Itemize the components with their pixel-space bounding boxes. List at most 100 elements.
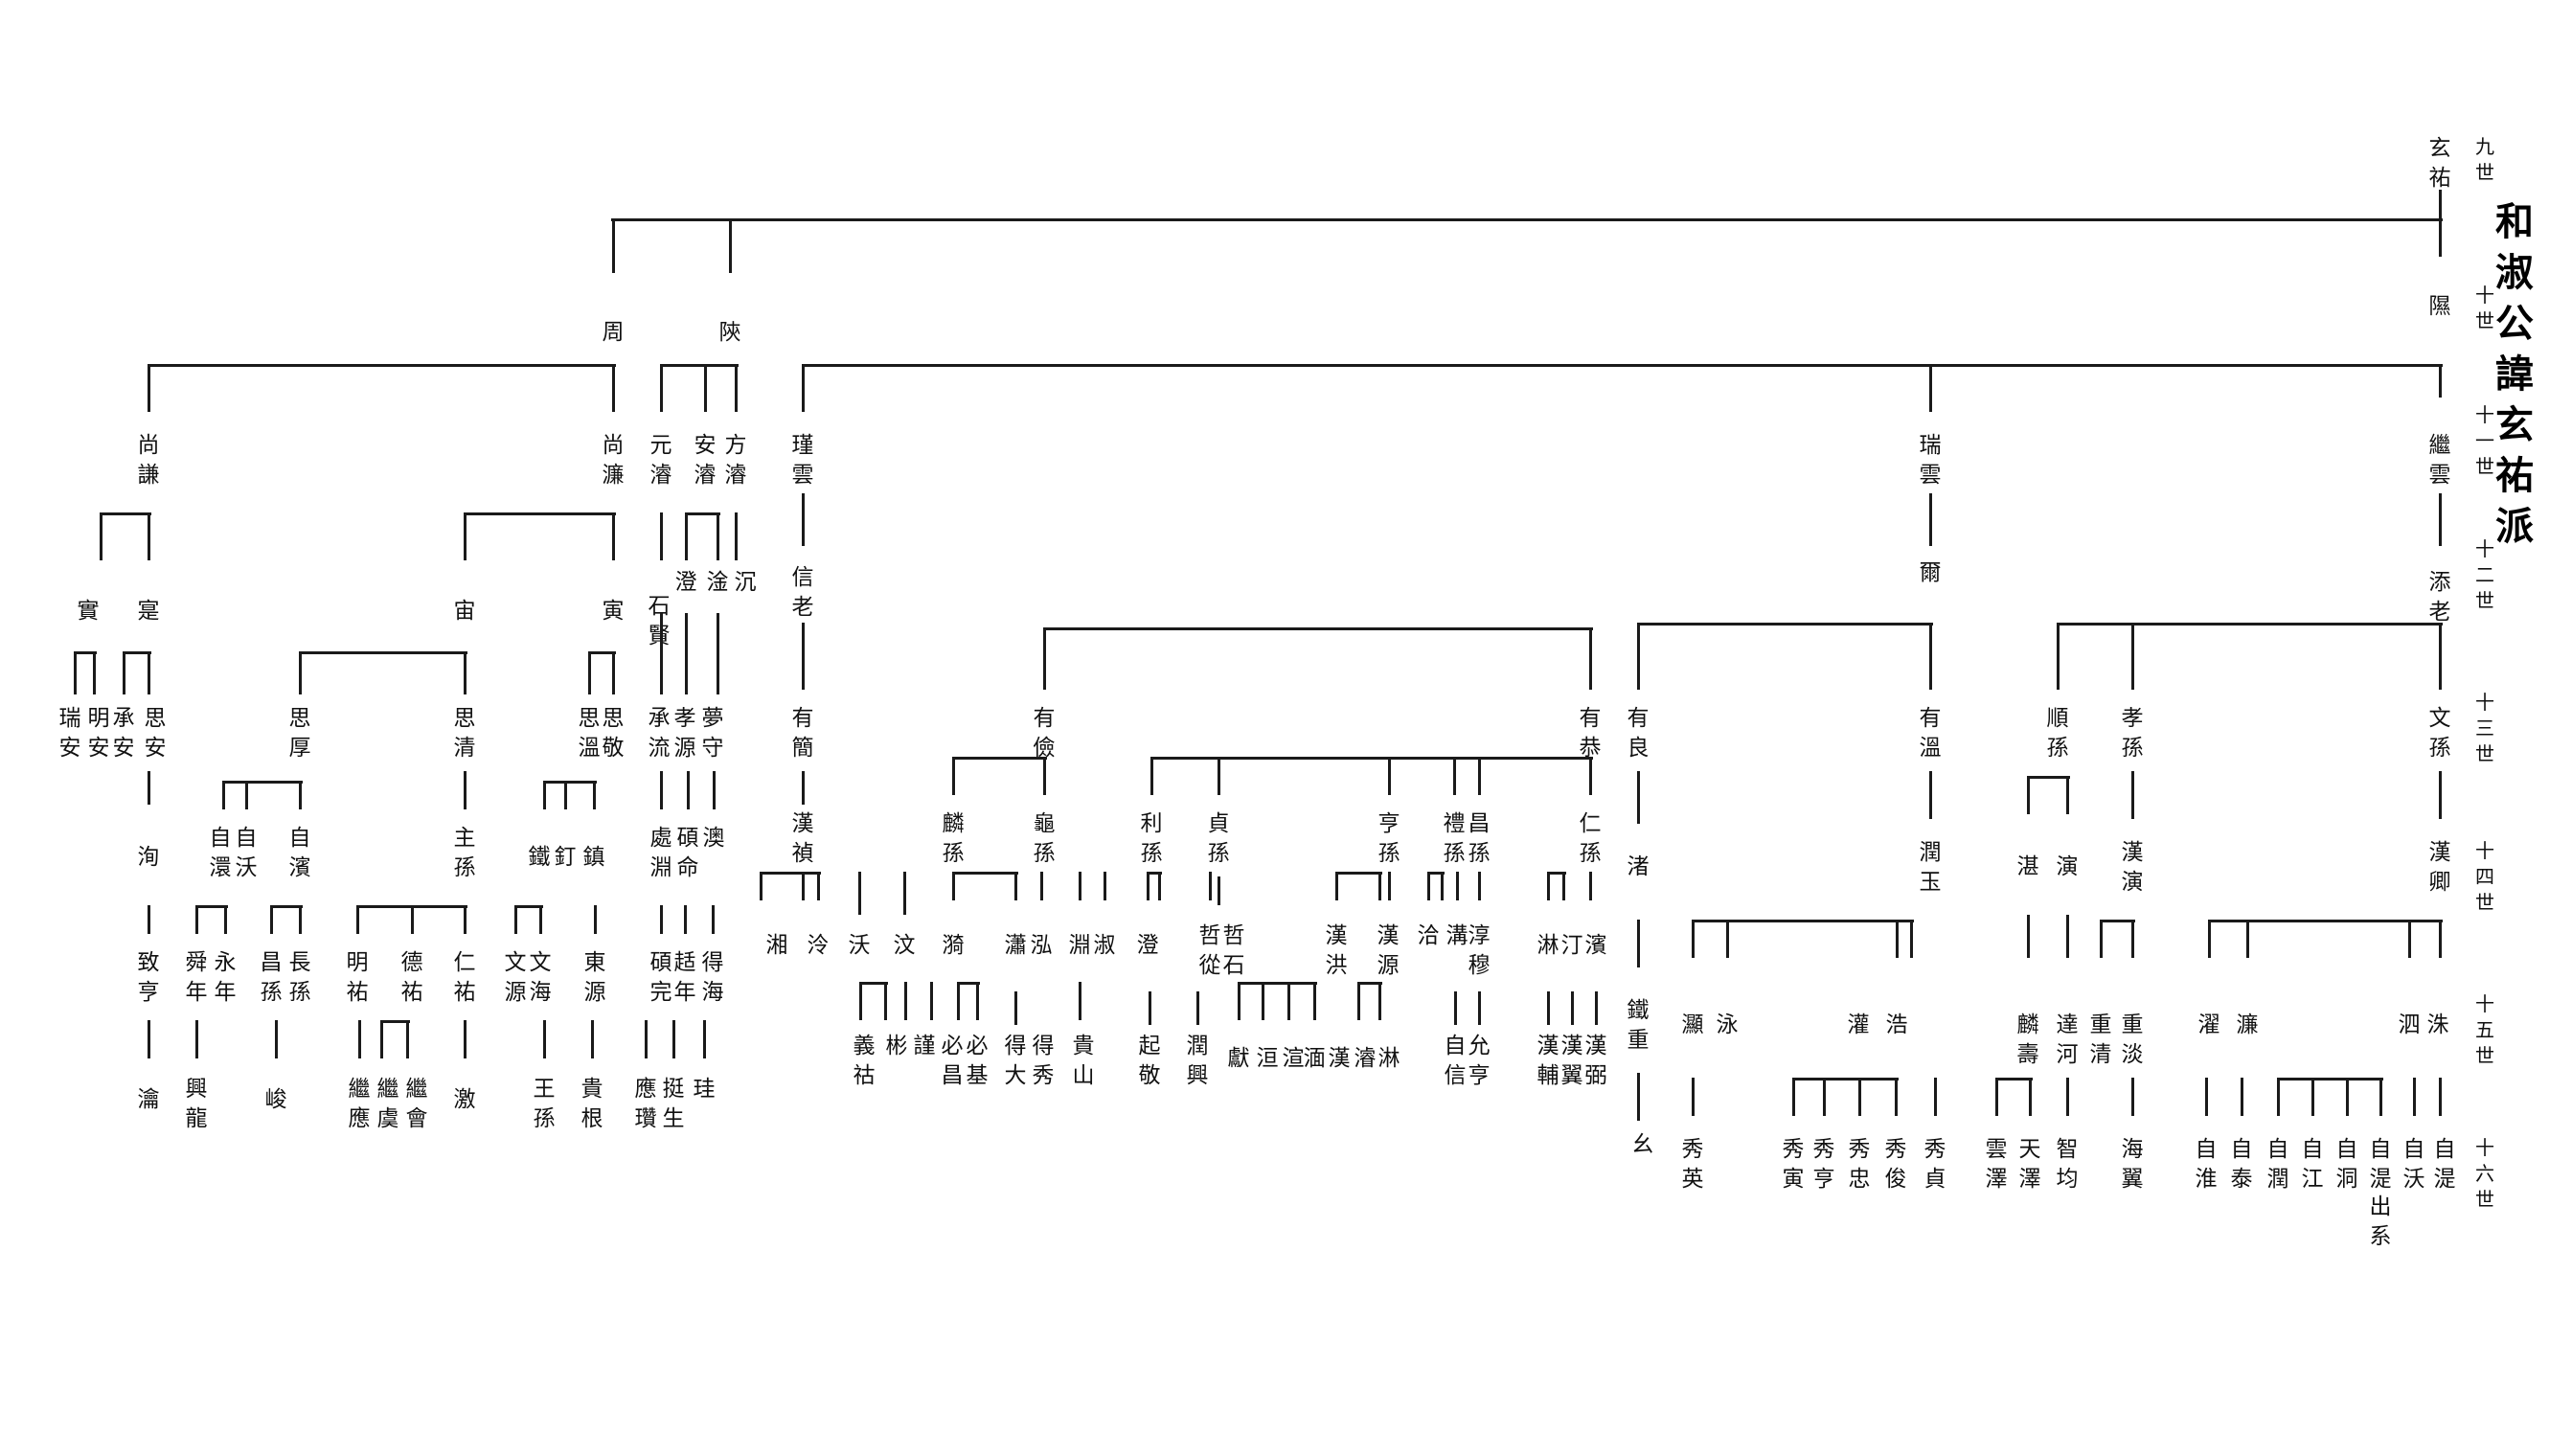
connector-line	[686, 512, 720, 515]
person-name: 順 孫	[2046, 706, 2069, 761]
connector-line	[1547, 991, 1550, 1025]
connector-line	[1378, 872, 1381, 900]
person-name: 麟 孫	[942, 811, 965, 866]
connector-line	[515, 905, 543, 908]
connector-line	[223, 781, 303, 784]
connector-line	[2379, 1078, 2382, 1116]
connector-line	[1637, 920, 1640, 967]
person-name: 演	[2056, 854, 2079, 879]
person-name: 漢 卿	[2428, 840, 2451, 895]
person-name: 秀 亨	[1812, 1137, 1835, 1192]
connector-line	[1823, 1078, 1826, 1116]
person-name: 哲 從	[1198, 923, 1221, 978]
connector-line	[1428, 872, 1445, 875]
connector-line	[712, 905, 715, 934]
connector-line	[1793, 1078, 1899, 1081]
connector-line	[2101, 920, 2135, 922]
connector-line	[958, 982, 980, 985]
connector-line	[1995, 1078, 1998, 1116]
connector-line	[195, 905, 198, 934]
person-name: 得 秀	[1032, 1034, 1055, 1088]
person-name: 濂	[2236, 1012, 2259, 1037]
connector-line	[953, 872, 1018, 875]
connector-line	[1151, 757, 1593, 760]
connector-line	[952, 872, 955, 900]
connector-line	[612, 512, 615, 560]
connector-line	[1637, 771, 1640, 824]
person-name: 自 沃	[235, 826, 258, 880]
person-name: 澳	[702, 826, 725, 851]
person-name: 泳	[1716, 1012, 1739, 1037]
connector-line	[381, 1020, 410, 1023]
connector-line	[148, 771, 150, 805]
connector-line	[222, 781, 225, 809]
connector-line	[1218, 876, 1220, 905]
person-name: 天 澤	[2018, 1137, 2041, 1192]
person-name: 漪	[942, 933, 965, 958]
connector-line	[2439, 920, 2442, 958]
connector-line	[661, 364, 739, 367]
connector-line	[684, 905, 687, 934]
connector-line	[884, 982, 887, 1020]
connector-line	[2066, 915, 2069, 958]
person-name: 沃	[848, 933, 871, 958]
person-name: 思 敬	[602, 706, 625, 761]
connector-line	[245, 781, 248, 809]
person-name: 彬	[885, 1034, 908, 1058]
person-name: 致 亨	[137, 950, 160, 1005]
connector-line	[2100, 920, 2103, 958]
person-name: 謹	[913, 1034, 936, 1058]
person-name: 自 湜	[2369, 1137, 2392, 1192]
person-name: 濯	[2197, 1012, 2220, 1037]
connector-line	[1478, 991, 1481, 1025]
connector-line	[645, 1020, 648, 1058]
person-name: 珪	[693, 1077, 716, 1102]
person-name: 渲	[1282, 1046, 1305, 1071]
person-name: 激	[453, 1087, 476, 1112]
connector-line	[1218, 757, 1220, 795]
connector-line	[464, 905, 467, 934]
connector-line	[300, 651, 467, 654]
person-name: 利 孫	[1140, 811, 1163, 866]
connector-line	[735, 512, 738, 560]
person-name: 自 江	[2301, 1137, 2324, 1192]
connector-line	[817, 872, 820, 900]
connector-line	[148, 364, 150, 412]
person-name: 洹	[1256, 1046, 1279, 1071]
person-name: 孝 孫	[2121, 706, 2144, 761]
connector-line	[464, 1020, 467, 1058]
person-name: 挺 生	[662, 1077, 685, 1131]
person-name: 安 濬	[694, 433, 717, 488]
connector-line	[1637, 1073, 1640, 1121]
connector-line	[2029, 1078, 2032, 1116]
person-name: 淋	[1377, 1046, 1400, 1071]
person-name: 永 年	[214, 950, 237, 1005]
connector-line	[1158, 872, 1161, 900]
person-name: 湘	[765, 933, 788, 958]
person-name: 主 孫	[453, 826, 476, 880]
connector-line	[802, 623, 805, 690]
connector-line	[1014, 872, 1017, 900]
person-name: 灦	[1681, 1012, 1704, 1037]
person-name: 元 濬	[649, 433, 672, 488]
connector-line	[271, 905, 303, 908]
person-name: 昌 孫	[1468, 811, 1491, 866]
connector-line	[75, 651, 97, 654]
connector-line	[930, 982, 933, 1020]
connector-line	[148, 1020, 150, 1058]
connector-line	[2277, 1078, 2280, 1116]
connector-line	[802, 771, 805, 805]
person-name: 繼 會	[405, 1077, 428, 1131]
connector-line	[660, 364, 663, 412]
connector-line	[148, 651, 150, 694]
connector-line	[1079, 872, 1081, 900]
person-name: 興 龍	[185, 1077, 208, 1131]
person-name: 汶	[893, 933, 916, 958]
connector-line	[1313, 982, 1316, 1020]
connector-line	[761, 872, 821, 875]
person-name: 有 簡	[791, 706, 814, 761]
connector-line	[380, 1020, 383, 1058]
connector-line	[195, 1020, 198, 1058]
connector-line	[660, 512, 663, 560]
connector-line	[1043, 627, 1046, 690]
